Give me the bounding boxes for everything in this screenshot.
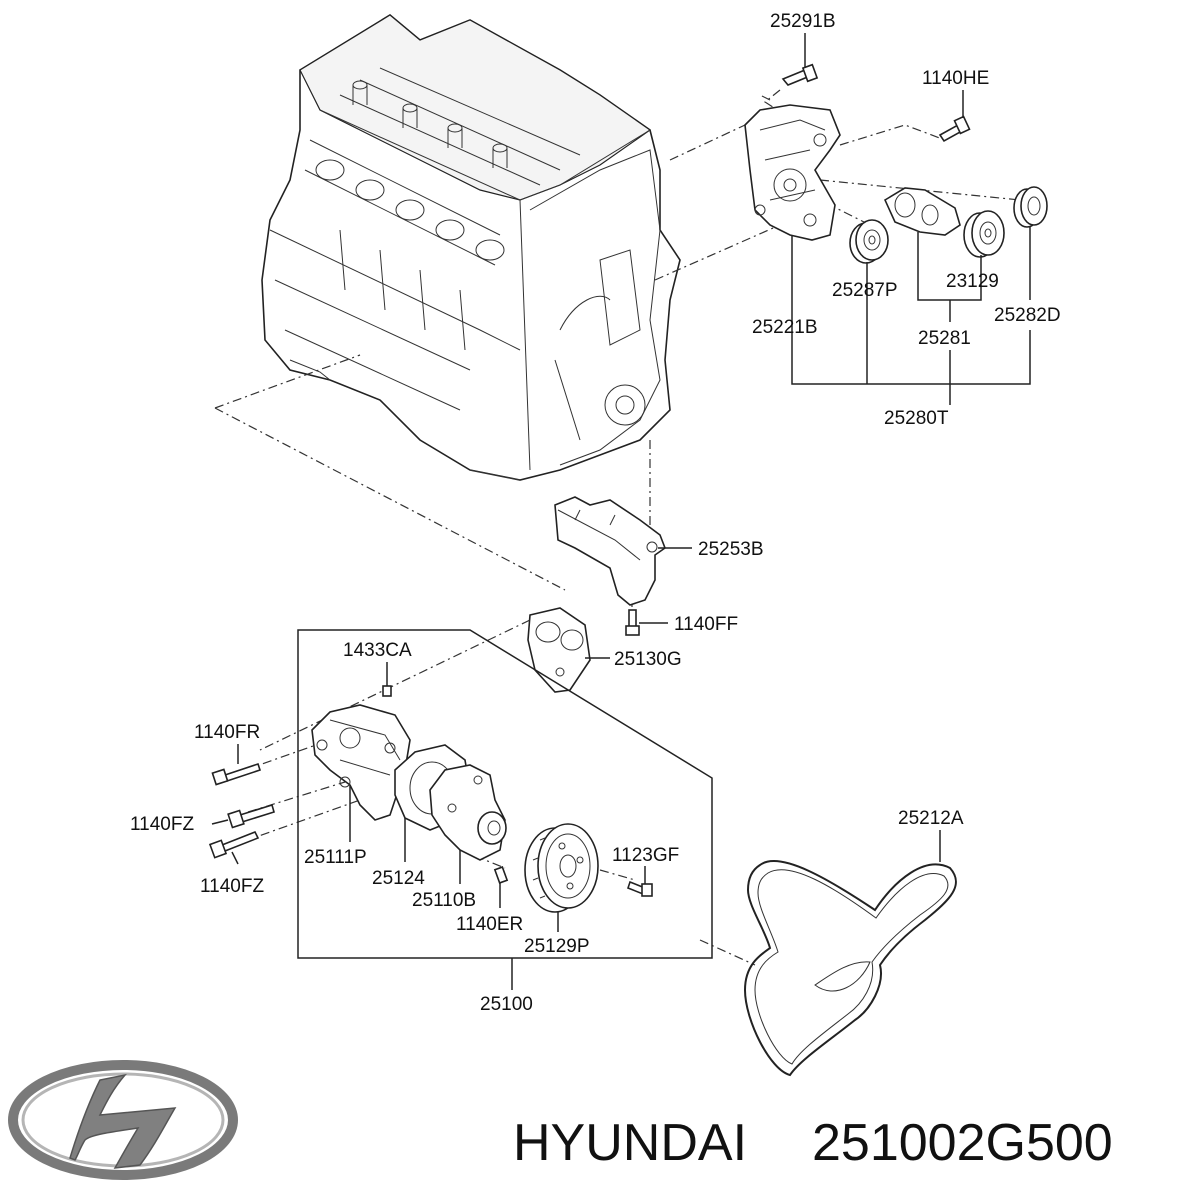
label-1140ER: 1140ER	[456, 914, 523, 935]
bolt-1140FF-illustration	[625, 609, 640, 636]
label-25111P: 25111P	[304, 847, 367, 868]
pump-body-25110B-illustration	[429, 764, 507, 861]
bolt-25291B-illustration	[781, 63, 819, 86]
idler-pulley-25287P-illustration	[849, 219, 889, 264]
bolt-1140FR-illustration	[211, 762, 262, 786]
label-1140HE: 1140HE	[922, 68, 989, 89]
label-25281: 25281	[918, 328, 971, 349]
label-25212A: 25212A	[898, 808, 964, 829]
pump-pulley-25129P-illustration	[524, 823, 599, 913]
tensioner-25281-illustration	[883, 187, 961, 236]
label-25287P: 25287P	[832, 280, 898, 301]
engine-block-illustration	[261, 14, 681, 481]
label-25282D: 25282D	[994, 305, 1061, 326]
caption-part-number: 251002G500	[812, 1114, 1113, 1172]
label-25130G: 25130G	[614, 649, 682, 670]
label-25110B: 25110B	[412, 890, 476, 911]
bolt-1140FZ-upper-illustration	[227, 803, 275, 829]
label-1140FR: 1140FR	[194, 722, 260, 743]
label-25253B: 25253B	[698, 539, 764, 560]
bolt-1140FZ-lower-illustration	[208, 830, 260, 859]
label-1123GF: 1123GF	[612, 845, 679, 866]
pulley-25282D-illustration	[1013, 186, 1048, 228]
hyundai-logo-icon	[8, 1060, 238, 1180]
label-1140FZ-upper: 1140FZ	[130, 814, 194, 835]
bolt-1140ER-illustration	[493, 866, 509, 884]
dowel-pin-1433CA-illustration	[382, 685, 392, 697]
label-23129: 23129	[946, 271, 999, 292]
caption-brand: HYUNDAI	[513, 1114, 747, 1172]
water-pump-assembly-box	[297, 629, 713, 959]
label-25100: 25100	[480, 994, 533, 1015]
pump-housing-25111P-illustration	[311, 704, 411, 821]
leader-lines	[211, 33, 1031, 990]
label-1140FF: 1140FF	[674, 614, 738, 635]
label-25129P: 25129P	[524, 936, 590, 957]
label-25221B: 25221B	[752, 317, 818, 338]
label-1140FZ-lower: 1140FZ	[200, 876, 264, 897]
gasket-25130G-illustration	[527, 607, 591, 693]
label-1433CA: 1433CA	[343, 640, 412, 661]
drive-belt-25212A-illustration	[743, 860, 957, 1077]
label-25280T: 25280T	[884, 408, 949, 429]
bolt-1123GF-illustration	[627, 880, 653, 897]
part-number-caption: HYUNDAI 251002G500	[513, 1114, 1113, 1172]
bracket-25253B-illustration	[554, 496, 666, 606]
label-25291B: 25291B	[770, 11, 836, 32]
part-labels: 25291B 1140HE 25287P 23129 25221B 25281 …	[130, 11, 1061, 1015]
tensioner-bracket-illustration	[744, 104, 841, 241]
label-25124: 25124	[372, 868, 425, 889]
pulley-23129-illustration	[963, 210, 1005, 258]
bolt-1140HE-illustration	[938, 115, 971, 143]
